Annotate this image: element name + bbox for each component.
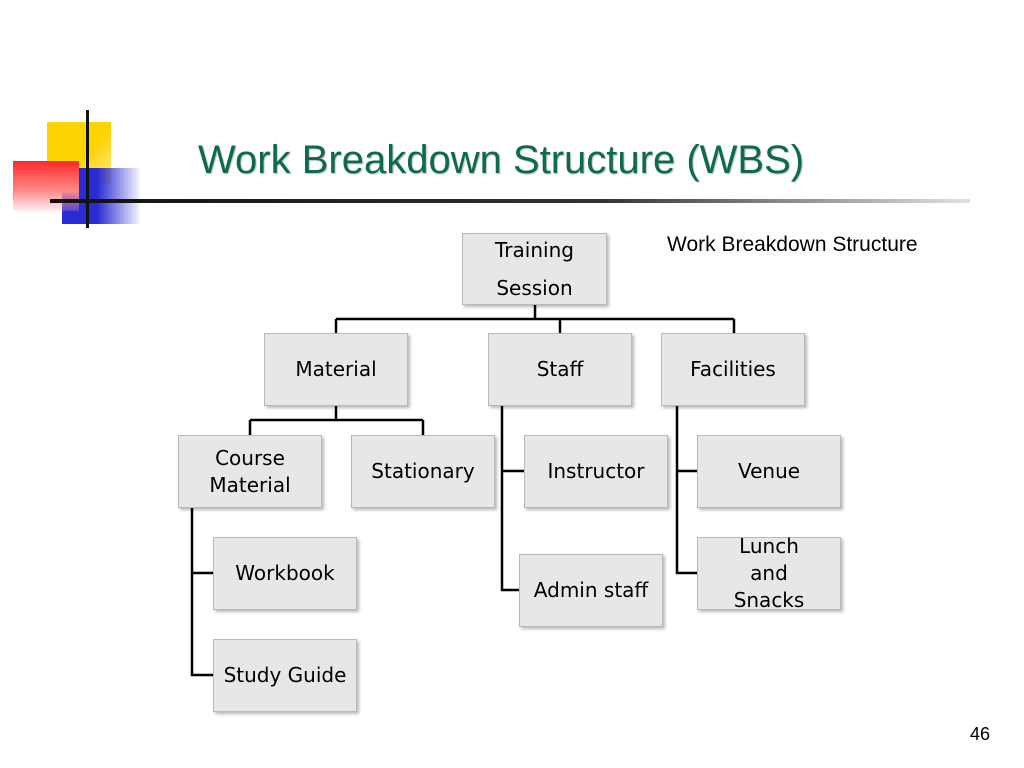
decor-vertical-line	[86, 110, 89, 228]
node-admin-staff: Admin staff	[519, 554, 663, 627]
title-underline	[50, 199, 970, 203]
page-number: 46	[969, 724, 990, 744]
node-study-guide: Study Guide	[213, 639, 357, 712]
node-lunch-and-snacks: Lunch and Snacks	[697, 534, 841, 612]
node-facilities: Facilities	[661, 333, 805, 406]
node-venue: Venue	[697, 435, 841, 508]
node-instructor: Instructor	[524, 435, 668, 508]
node-staff: Staff	[488, 333, 632, 406]
diagram-caption: Work Breakdown Structure	[667, 233, 918, 256]
node-training-session: Training Session	[462, 233, 607, 305]
node-course-material: Course Material	[178, 435, 322, 508]
node-stationary: Stationary	[351, 435, 495, 508]
node-material: Material	[264, 333, 408, 406]
node-workbook: Workbook	[213, 537, 357, 610]
slide-title: Work Breakdown Structure (WBS)	[198, 138, 805, 182]
